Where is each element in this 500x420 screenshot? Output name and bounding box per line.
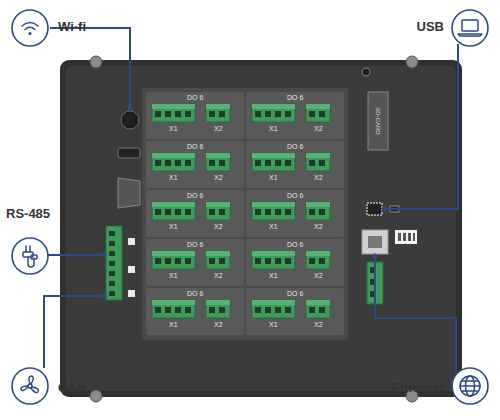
callout-icon bbox=[10, 236, 50, 276]
connector-label: X1 bbox=[169, 321, 178, 329]
callout-label: USB bbox=[417, 19, 444, 34]
connector-label: X1 bbox=[269, 223, 278, 231]
callout-label: Wi-fi bbox=[58, 19, 86, 34]
callout: Ethernet bbox=[370, 364, 492, 408]
module-name: DO 6 bbox=[287, 290, 303, 298]
output-module: DO 6 X1 X2 bbox=[246, 190, 344, 237]
callout: RS-485 bbox=[6, 206, 76, 276]
module-name: DO 6 bbox=[187, 241, 203, 249]
ethernet-socket bbox=[368, 236, 382, 248]
connector-label: X1 bbox=[269, 125, 278, 133]
connector-label: X1 bbox=[169, 125, 178, 133]
callout-label: Ethernet bbox=[391, 380, 444, 395]
output-module: DO 6 X1 X2 bbox=[246, 239, 344, 286]
indicator-squares bbox=[128, 238, 135, 297]
sd-slot bbox=[368, 92, 388, 150]
connector-label: X2 bbox=[314, 223, 323, 231]
terminal-pins bbox=[109, 231, 115, 296]
slot-label: SD-CARD bbox=[375, 107, 381, 134]
connector-label: X1 bbox=[169, 272, 178, 280]
callout: Wi-fi bbox=[8, 6, 118, 50]
connector-label: X2 bbox=[314, 174, 323, 182]
output-module: DO 6 X1 X2 bbox=[146, 239, 244, 286]
callout-label: RS-485 bbox=[6, 206, 50, 221]
output-module: DO 6 X1 X2 bbox=[246, 92, 344, 139]
callout: CAN bbox=[8, 364, 108, 408]
jack bbox=[362, 68, 370, 76]
callout-label: CAN bbox=[58, 380, 86, 395]
connector-label: X1 bbox=[269, 272, 278, 280]
output-module: DO 6 X1 X2 bbox=[146, 190, 244, 237]
module-name: DO 6 bbox=[187, 143, 203, 151]
dip-switch bbox=[395, 230, 417, 244]
connector-label: X2 bbox=[214, 174, 223, 182]
output-module: DO 6 X1 X2 bbox=[246, 288, 344, 335]
output-module: DO 6 X1 X2 bbox=[146, 288, 244, 335]
module-name: DO 6 bbox=[287, 143, 303, 151]
callout-icon bbox=[450, 366, 490, 406]
connector-label: X1 bbox=[169, 223, 178, 231]
wifi-antenna bbox=[121, 111, 139, 129]
hdmi-port bbox=[118, 148, 140, 158]
leader-lines bbox=[44, 28, 458, 372]
output-module: DO 6 X1 X2 bbox=[146, 92, 244, 139]
connector-label: X2 bbox=[314, 125, 323, 133]
screws bbox=[90, 56, 418, 402]
connector-label: X2 bbox=[314, 321, 323, 329]
output-module: DO 6 X1 X2 bbox=[246, 141, 344, 188]
connector-label: X2 bbox=[314, 272, 323, 280]
usb-port bbox=[367, 203, 382, 215]
callout-icon bbox=[450, 8, 490, 48]
module-name: DO 6 bbox=[187, 94, 203, 102]
device-back bbox=[66, 66, 456, 391]
ethernet-port bbox=[362, 230, 388, 254]
connector-label: X2 bbox=[214, 223, 223, 231]
module-name: DO 6 bbox=[187, 290, 203, 298]
connector-label: X2 bbox=[214, 321, 223, 329]
module-name: DO 6 bbox=[287, 192, 303, 200]
output-module: DO 6 X1 X2 bbox=[146, 141, 244, 188]
callout: USB bbox=[380, 6, 492, 50]
callout-icon bbox=[10, 366, 50, 406]
rs485-terminal bbox=[106, 226, 122, 300]
connector-label: X1 bbox=[269, 174, 278, 182]
connector-label: X2 bbox=[214, 125, 223, 133]
module-name: DO 6 bbox=[187, 192, 203, 200]
device-housing bbox=[60, 60, 462, 397]
callout-icon bbox=[10, 8, 50, 48]
connector-label: X2 bbox=[214, 272, 223, 280]
db9-port bbox=[118, 178, 140, 208]
module-panel bbox=[142, 88, 348, 340]
module-name: DO 6 bbox=[287, 241, 303, 249]
connector-label: X1 bbox=[169, 174, 178, 182]
connector-label: X1 bbox=[269, 321, 278, 329]
module-name: DO 6 bbox=[287, 94, 303, 102]
